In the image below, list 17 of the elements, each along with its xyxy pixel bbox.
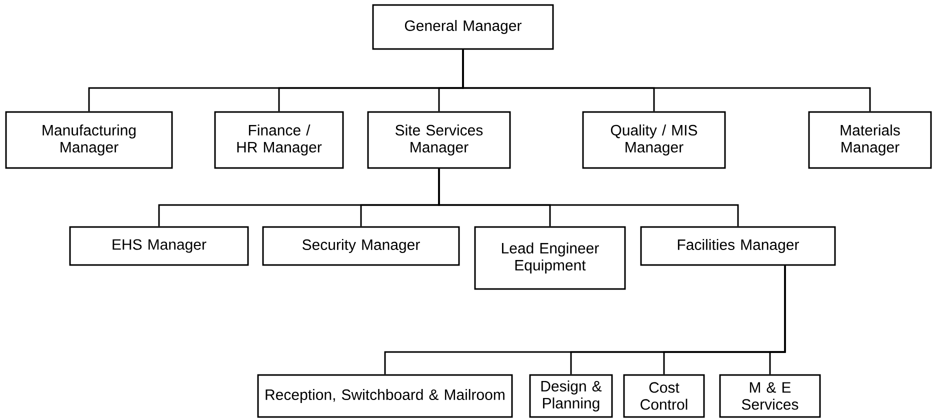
org-box: Facilities Manager <box>640 226 836 266</box>
org-box: Design & Planning <box>529 374 613 418</box>
org-box: Manufacturing Manager <box>5 111 173 169</box>
org-box: Security Manager <box>262 226 460 266</box>
org-box: Quality / MIS Manager <box>582 111 726 169</box>
org-box: General Manager <box>372 4 554 50</box>
connector-line <box>462 50 871 112</box>
org-box: Materials Manager <box>808 111 932 169</box>
org-box: Reception, Switchboard & Mailroom <box>257 374 513 418</box>
org-box: M & E Services <box>719 374 821 418</box>
connector-line <box>769 266 786 374</box>
org-box: Site Services Manager <box>367 111 511 169</box>
org-box: Cost Control <box>623 374 705 418</box>
org-box: EHS Manager <box>69 226 249 266</box>
org-box: Lead Engineer Equipment <box>474 226 626 290</box>
org-box: Finance / HR Manager <box>214 111 344 169</box>
connector-line <box>438 168 739 226</box>
